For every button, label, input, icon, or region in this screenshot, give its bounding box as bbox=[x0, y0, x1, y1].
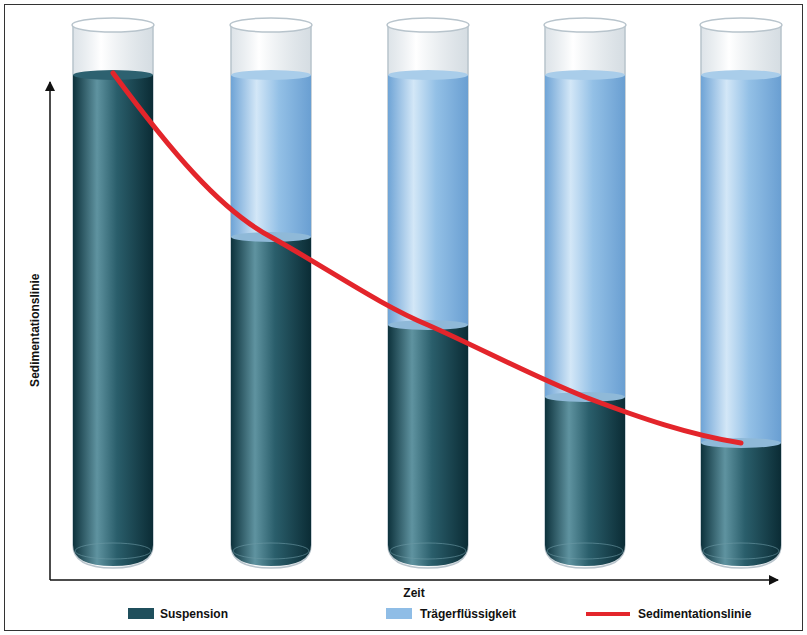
legend-label: Sedimentationslinie bbox=[638, 607, 751, 621]
axis-title: Sedimentationslinie bbox=[29, 273, 43, 386]
test-tube bbox=[387, 18, 469, 568]
x-axis bbox=[50, 579, 778, 581]
legend-swatch bbox=[128, 608, 154, 619]
frame bbox=[5, 5, 803, 631]
test-tube bbox=[230, 18, 312, 568]
legend-line-sample bbox=[586, 612, 630, 616]
y-axis bbox=[49, 82, 51, 580]
test-tube bbox=[72, 18, 154, 568]
legend-label: Trägerflüssigkeit bbox=[420, 607, 516, 621]
sedimentation-curve bbox=[113, 73, 741, 443]
test-tube bbox=[544, 18, 626, 568]
legend-label: Suspension bbox=[160, 607, 228, 621]
test-tube bbox=[700, 18, 782, 568]
axis-title: Zeit bbox=[403, 586, 424, 600]
legend-swatch bbox=[386, 608, 412, 619]
